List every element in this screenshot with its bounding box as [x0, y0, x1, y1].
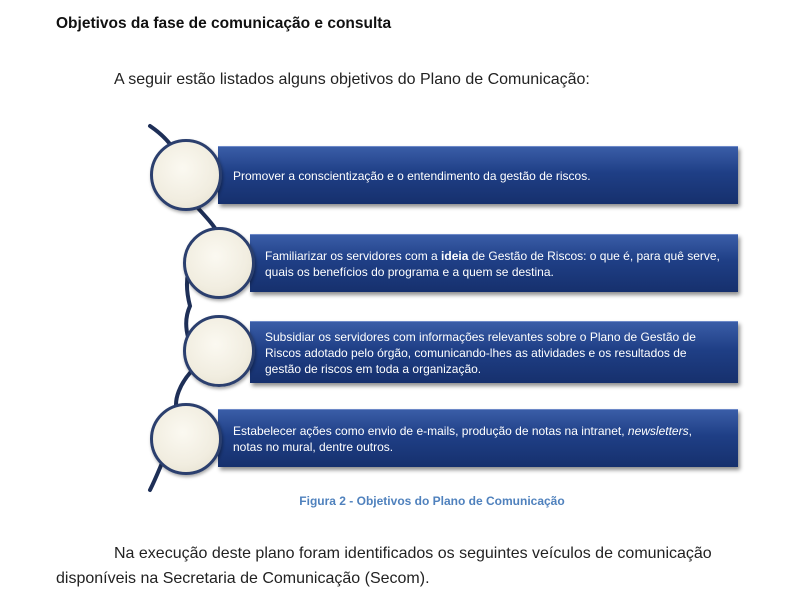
objective-bar-2: Familiarizar os servidores com a ideia d…: [250, 234, 738, 292]
objective-circle-2: [183, 227, 255, 299]
figure-caption: Figura 2 - Objetivos do Plano de Comunic…: [0, 494, 808, 508]
objective-circle-3: [183, 315, 255, 387]
body-paragraph: Na execução deste plano foram identifica…: [56, 541, 768, 591]
objective-text-4-post: , notas no mural, dentre outros.: [233, 423, 692, 454]
objective-text-2-bold: ideia: [441, 248, 469, 263]
objective-text-3: Subsidiar os servidores com informações …: [265, 329, 696, 376]
objective-text-2-post: de Gestão de Riscos: o que é, para quê s…: [265, 248, 720, 279]
section-heading: Objetivos da fase de comunicação e consu…: [56, 15, 392, 32]
objective-text-4-pre: Estabelecer ações como envio de e-mails,…: [233, 423, 628, 438]
objectives-diagram: Promover a conscientização e o entendime…: [140, 118, 750, 498]
objective-text-4-italic: newsletters: [627, 423, 689, 438]
objective-text-2-pre: Familiarizar os servidores com a: [265, 248, 442, 263]
intro-paragraph: A seguir estão listados alguns objetivos…: [114, 71, 590, 88]
objective-bar-3: Subsidiar os servidores com informações …: [250, 321, 738, 383]
body-paragraph-text: Na execução deste plano foram identifica…: [56, 545, 712, 587]
objective-bar-4: Estabelecer ações como envio de e-mails,…: [218, 409, 738, 467]
objective-text-4: Estabelecer ações como envio de e-mails,…: [218, 423, 738, 455]
figure-caption-text: Figura 2 - Objetivos do Plano de Comunic…: [299, 494, 565, 508]
objective-circle-4: [150, 403, 222, 475]
objective-bar-1: Promover a conscientização e o entendime…: [218, 146, 738, 204]
objective-text-1: Promover a conscientização e o entendime…: [233, 168, 591, 183]
objective-text-2: Familiarizar os servidores com a ideia d…: [250, 248, 738, 280]
objective-circle-1: [150, 139, 222, 211]
